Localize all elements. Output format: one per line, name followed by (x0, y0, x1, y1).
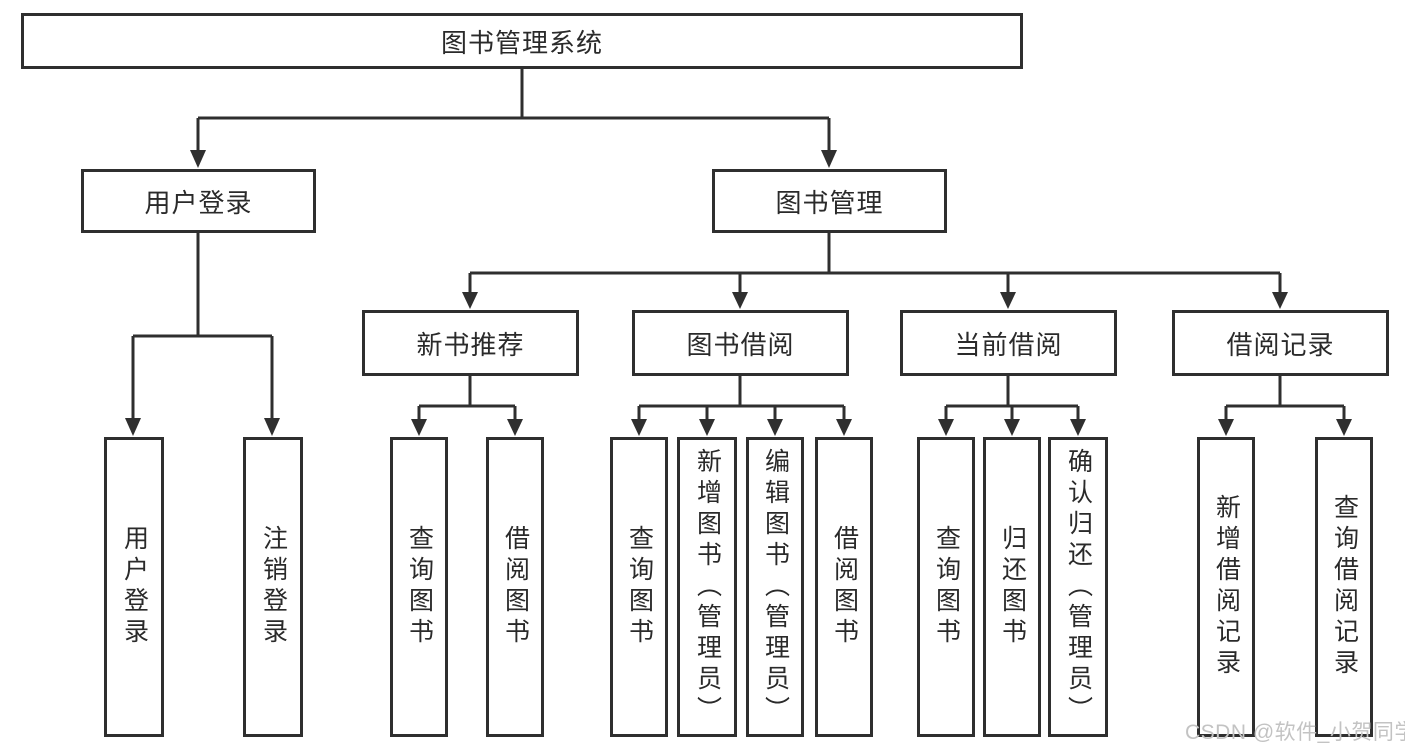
arrow-head (411, 419, 427, 436)
node-label: 查询图书 (405, 525, 434, 649)
node-user-login: 用户登录 (81, 169, 316, 233)
node-leaf-bb-edit-book-admin: 编辑图书（管理员） (746, 437, 804, 737)
node-label: 归还图书 (998, 525, 1027, 649)
node-leaf-bb-query-book: 查询图书 (610, 437, 668, 737)
csdn-watermark: CSDN @软件_小贺同学 (1185, 721, 1405, 744)
node-new-book-recommend: 新书推荐 (362, 310, 579, 376)
node-leaf-rec-query-book: 查询图书 (390, 437, 448, 737)
node-label: 确认归还（管理员） (1064, 447, 1093, 727)
node-label: 查询图书 (625, 525, 654, 649)
arrow-head (1336, 419, 1352, 436)
borrow-records-branch-line (1226, 376, 1344, 408)
node-label: 编辑图书（管理员） (761, 447, 790, 727)
arrow-head (1000, 292, 1016, 309)
root-branch-line (198, 69, 829, 120)
node-leaf-cb-confirm-return-admin: 确认归还（管理员） (1048, 437, 1108, 737)
arrow-head (732, 292, 748, 309)
node-leaf-br-add-record: 新增借阅记录 (1197, 437, 1255, 737)
node-book-management: 图书管理 (712, 169, 947, 233)
node-label: 借阅图书 (830, 525, 859, 649)
book-mgmt-branch-line (470, 233, 1280, 275)
arrow-head (836, 419, 852, 436)
node-root-system: 图书管理系统 (21, 13, 1023, 69)
node-leaf-logout: 注销登录 (243, 437, 303, 737)
arrow-head (938, 419, 954, 436)
node-leaf-rec-borrow-book: 借阅图书 (486, 437, 544, 737)
new-book-rec-branch-line (419, 376, 515, 408)
arrow-head (125, 418, 141, 436)
node-book-borrow: 图书借阅 (632, 310, 849, 376)
arrow-head (767, 419, 783, 436)
arrow-head (699, 419, 715, 436)
node-leaf-user-login: 用户登录 (104, 437, 164, 737)
node-label: 借阅图书 (501, 525, 530, 649)
node-borrow-records: 借阅记录 (1172, 310, 1389, 376)
node-label: 查询图书 (932, 525, 961, 649)
arrow-head (462, 292, 478, 309)
arrow-head (631, 419, 647, 436)
arrow-head (1004, 419, 1020, 436)
node-label: 注销登录 (259, 525, 288, 649)
current-borrow-branch-line (946, 376, 1078, 408)
node-label: 查询借阅记录 (1330, 494, 1359, 680)
node-label: 新增图书（管理员） (693, 447, 722, 727)
node-leaf-cb-query-book: 查询图书 (917, 437, 975, 737)
node-label: 新增借阅记录 (1212, 494, 1241, 680)
node-leaf-br-query-record: 查询借阅记录 (1315, 437, 1373, 737)
node-current-borrow: 当前借阅 (900, 310, 1117, 376)
node-leaf-bb-borrow-book: 借阅图书 (815, 437, 873, 737)
node-leaf-bb-add-book-admin: 新增图书（管理员） (677, 437, 737, 737)
user-login-branch-line (133, 233, 272, 338)
node-label: 用户登录 (120, 525, 149, 649)
arrow-head (507, 419, 523, 436)
node-leaf-cb-return-book: 归还图书 (983, 437, 1041, 737)
arrow-head (1272, 292, 1288, 309)
book-borrow-branch-line (639, 376, 844, 408)
arrow-head (264, 418, 280, 436)
arrow-head (190, 150, 206, 168)
arrow-head (1070, 419, 1086, 436)
arrow-head (1218, 419, 1234, 436)
arrow-head (821, 150, 837, 168)
